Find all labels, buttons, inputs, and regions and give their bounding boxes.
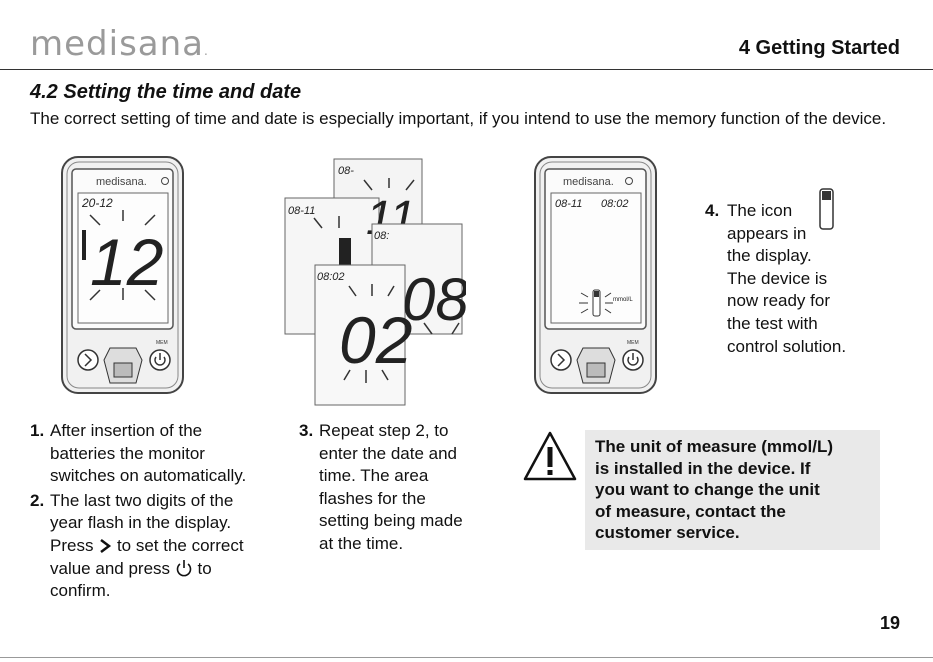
step-2-line: year flash in the display. [50, 513, 232, 533]
step-4: 4. The icon appears in the display. The … [705, 200, 846, 358]
brand-logo: medisana. [30, 24, 209, 64]
step-3-number: 3. [299, 421, 314, 440]
step-2: 2. The last two digits of the year flash… [30, 490, 290, 603]
step-2-press-text: to [197, 558, 212, 578]
stacked-displays-figure: 08- 08-11 11 08: 08:02 08 02 [284, 158, 466, 406]
device-mem-label: MEM [156, 340, 168, 346]
device-brand-label-2: medisana. [563, 176, 614, 188]
steps-list-left: 1. After insertion of the batteries the … [30, 420, 290, 605]
step-2-line: The last two digits of the [50, 490, 234, 510]
section-title: 4.2 Setting the time and date [30, 81, 302, 103]
step-1: 1. After insertion of the batteries the … [30, 420, 290, 488]
step-1-line: After insertion of the [50, 421, 203, 440]
screen-year-digits: 12 [90, 225, 163, 299]
warning-line: is installed in the device. If [595, 458, 811, 478]
device-mem-label-2: MEM [627, 340, 639, 346]
warning-line: of measure, contact the [595, 501, 786, 521]
step-4-line: the test with [727, 313, 818, 333]
brand-name: medisana [30, 24, 204, 64]
screen-date-month: 08-11 [288, 205, 315, 217]
step-2-number: 2. [30, 490, 45, 510]
step-1-line: switches on automatically. [50, 466, 247, 486]
step-1-number: 1. [30, 421, 45, 440]
step-3: 3. Repeat step 2, to enter the date and … [299, 420, 499, 556]
chevron-right-icon [100, 538, 112, 553]
test-strip-icon [819, 188, 834, 230]
step-4-line: control solution. [727, 336, 847, 356]
screen-minute-digits: 02 [339, 303, 412, 377]
step-1-line: batteries the monitor [50, 443, 205, 463]
device-figure-ready: medisana. 08-11 08:02 mmol/L MEM [534, 156, 657, 394]
step-2-line: value and press to [50, 558, 290, 581]
step-2-line: Press to set the correct [50, 535, 290, 558]
device-brand-label: medisana. [96, 176, 147, 188]
brand-mark: . [204, 44, 209, 58]
footer-rule [0, 657, 933, 658]
step-2-press-text: Press [50, 535, 94, 555]
step-2-press-text: value and press [50, 558, 171, 578]
warning-line: customer service. [595, 523, 740, 542]
step-3-line: time. The area [319, 466, 429, 486]
step-2-press-text: to set the correct [116, 535, 244, 555]
warning-box: The unit of measure (mmol/L) is installe… [585, 430, 880, 550]
step-4-line: now ready for [727, 291, 830, 311]
chapter-title: 4 Getting Started [738, 37, 900, 59]
screen-date-time-partial: 08: [374, 230, 389, 242]
screen-unit-label: mmol/L [613, 297, 633, 303]
step-4-line: The device is [727, 268, 828, 288]
step-3-line: at the time. [319, 533, 404, 553]
step-4-line: The icon [727, 201, 793, 220]
step-4-number: 4. [705, 201, 720, 220]
warning-line: The unit of measure (mmol/L) [595, 437, 834, 456]
screen-ready-date: 08-11 [555, 198, 582, 210]
step-4-line: appears in [727, 223, 807, 243]
power-icon [176, 559, 192, 576]
device-figure-year: medisana. 20-12 12 MEM [61, 156, 184, 394]
warning-triangle-icon [523, 431, 577, 481]
step-3-line: flashes for the [319, 488, 426, 508]
screen-year-date: 20-12 [81, 196, 113, 210]
step-3-line: Repeat step 2, to [319, 421, 449, 440]
step-2-line: confirm. [50, 581, 111, 601]
step-3-line: setting being made [319, 511, 463, 531]
intro-text: The correct setting of time and date is … [30, 109, 887, 128]
screen-date-time: 08:02 [317, 271, 345, 283]
screen-hour-digits: 08 [402, 266, 466, 333]
warning-line: you want to change the unit [595, 480, 820, 499]
step-3-line: enter the date and [319, 443, 458, 463]
step-4-line: the display. [727, 246, 812, 266]
steps-list-middle: 3. Repeat step 2, to enter the date and … [299, 420, 499, 558]
header-rule [0, 69, 933, 70]
screen-ready-time: 08:02 [601, 198, 629, 210]
screen-date-prefix: 08- [338, 165, 354, 177]
page-number: 19 [879, 613, 900, 633]
